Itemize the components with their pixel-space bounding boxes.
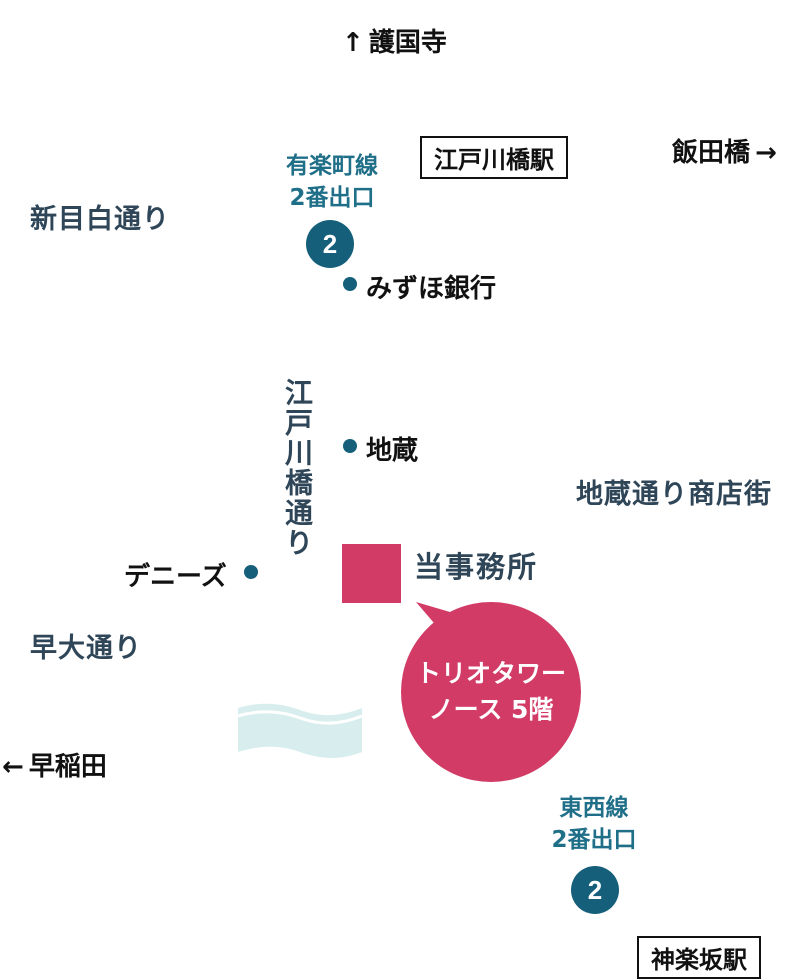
arrow-right-icon: → xyxy=(755,138,777,168)
building-line1: トリオタワー xyxy=(415,659,566,688)
gokokuji-direction: ↑ 護国寺 xyxy=(342,22,447,59)
jizo-shotengai-label: 地蔵通り商店街 xyxy=(576,479,772,510)
callout-circle xyxy=(401,602,581,782)
yurakucho-exit-name: 2番出口 xyxy=(289,185,375,211)
wadai-street-label: 早大通り xyxy=(30,633,142,664)
edogawabashi-dori-label: 江戸川橋通り xyxy=(281,378,314,558)
river-icon xyxy=(238,703,362,758)
shinmejiro-street-label: 新目白通り xyxy=(30,204,170,235)
kagurazaka-station: 神楽坂駅 xyxy=(637,936,761,979)
building-line2: ノース 5階 xyxy=(428,695,554,724)
arrow-up-icon: ↑ xyxy=(342,28,364,58)
yurakucho-line-name: 有楽町線 xyxy=(286,153,378,179)
jizo-label: 地蔵 xyxy=(366,436,419,466)
dennys-dot-icon xyxy=(244,565,258,579)
iidabashi-label: 飯田橋 xyxy=(672,138,751,168)
mizuho-dot-icon xyxy=(343,277,357,291)
tozai-exit-label: 東西線 2番出口 xyxy=(530,792,658,856)
office-marker xyxy=(342,544,401,603)
building-name: トリオタワー ノース 5階 xyxy=(396,656,586,728)
waseda-label: 早稲田 xyxy=(28,752,107,782)
office-callout-bubble xyxy=(401,602,581,782)
office-label: 当事務所 xyxy=(414,550,539,584)
tozai-exit-name: 2番出口 xyxy=(551,827,637,853)
waseda-direction: ← 早稲田 xyxy=(2,746,107,783)
dennys-label: デニーズ xyxy=(124,562,227,592)
tozai-exit-number-icon: 2 xyxy=(571,866,619,914)
arrow-left-icon: ← xyxy=(2,752,24,782)
tozai-line-name: 東西線 xyxy=(559,795,629,821)
yurakucho-exit-label: 有楽町線 2番出口 xyxy=(268,150,396,214)
iidabashi-direction: 飯田橋 → xyxy=(672,132,777,169)
yurakucho-exit-number-icon: 2 xyxy=(306,220,354,268)
gokokuji-label: 護国寺 xyxy=(368,28,447,58)
edogawabashi-station: 江戸川橋駅 xyxy=(420,136,568,179)
mizuho-label: みずほ銀行 xyxy=(366,274,497,304)
jizo-dot-icon xyxy=(343,439,357,453)
